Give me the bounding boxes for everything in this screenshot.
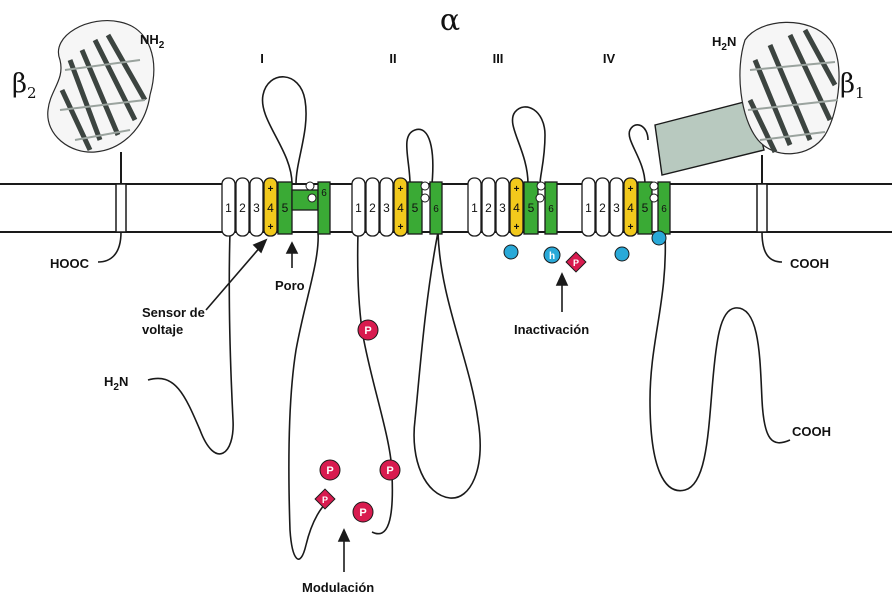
beta1-subunit: β1 H2N COOH xyxy=(655,22,865,271)
inactivation-residue-IV-s6 xyxy=(615,247,629,261)
selectivity-residue-III-a xyxy=(537,182,545,190)
inactivation-residue-III-s6 xyxy=(504,245,518,259)
IV-seg-5: 5 xyxy=(642,201,649,215)
I-seg-1: 1 xyxy=(225,201,232,215)
I-seg-4: 4 xyxy=(267,201,274,215)
phospho-label-5: P xyxy=(322,495,328,505)
charge-plus-III-a: + xyxy=(514,184,520,195)
pore-label: Poro xyxy=(275,278,305,293)
selectivity-residue-IV-b xyxy=(650,194,658,202)
domain-label-III: III xyxy=(493,51,504,66)
inactivation-residue-IV-tail xyxy=(652,231,666,245)
IV-seg-6: 6 xyxy=(661,204,667,215)
beta1-label: β1 xyxy=(840,69,865,102)
IV-seg-1: 1 xyxy=(585,201,592,215)
III-seg-6: 6 xyxy=(548,204,554,215)
inactivation-label: Inactivación xyxy=(514,322,589,337)
phospho-site-4: P xyxy=(380,460,400,480)
phospho-site-2: P xyxy=(358,320,378,340)
selectivity-residue-II-b xyxy=(421,194,429,202)
III-seg-3: 3 xyxy=(499,201,506,215)
phospho-label-4: P xyxy=(386,465,393,477)
II-seg-3: 3 xyxy=(383,201,390,215)
III-seg-2: 2 xyxy=(485,201,492,215)
III-seg-1: 1 xyxy=(471,201,478,215)
phospho-label-inactivation: P xyxy=(573,258,579,268)
beta1-n-terminus: H2N xyxy=(712,34,736,53)
beta1-c-tail xyxy=(762,232,782,262)
I-seg-3: 3 xyxy=(253,201,260,215)
I-seg-2: 2 xyxy=(239,201,246,215)
II-seg-4: 4 xyxy=(397,201,404,215)
charge-plus-IV-a: + xyxy=(628,184,634,195)
III-seg-5: 5 xyxy=(528,201,535,215)
phospho-label-2: P xyxy=(364,325,371,337)
II-seg-5: 5 xyxy=(412,201,419,215)
selectivity-residue-II-a xyxy=(421,182,429,190)
phospho-label-6: P xyxy=(359,507,366,519)
I-seg-6: 6 xyxy=(321,188,327,199)
phospho-site-6: P xyxy=(353,502,373,522)
voltage-sensor-label-line2: voltaje xyxy=(142,322,183,337)
I-seg-5: 5 xyxy=(282,201,289,215)
selectivity-residue-I-b xyxy=(308,194,316,202)
phospho-site-inactivation: P xyxy=(566,252,586,272)
charge-plus-III-b: + xyxy=(514,222,520,233)
annotation-arrows xyxy=(206,240,567,572)
IV-seg-3: 3 xyxy=(613,201,620,215)
phospho-site-3: P xyxy=(320,460,340,480)
selectivity-residue-I-a xyxy=(306,182,314,190)
beta2-c-tail xyxy=(98,232,121,262)
III-seg-4: 4 xyxy=(513,201,520,215)
modulation-arrow-head xyxy=(339,530,349,541)
beta2-transmembrane xyxy=(116,184,126,232)
voltage-sensor-label: Sensor de xyxy=(142,305,205,320)
beta2-subunit: β2 NH2 HOOC xyxy=(12,21,165,271)
domain-labels: I II III IV xyxy=(260,51,615,66)
beta1-ig-domain xyxy=(740,22,839,153)
beta1-transmembrane xyxy=(757,184,767,232)
voltage-sensor-arrow-head xyxy=(254,240,266,252)
inactivation-gate-h: h xyxy=(544,247,560,263)
pore-arrow-head xyxy=(287,243,297,253)
alpha-subunit-title: α xyxy=(440,3,460,38)
selectivity-residue-III-b xyxy=(536,194,544,202)
alpha-c-terminus: COOH xyxy=(792,424,831,439)
beta2-ig-domain xyxy=(48,21,154,153)
inactivation-arrow-head xyxy=(557,274,567,285)
modulation-label: Modulación xyxy=(302,580,374,595)
beta2-c-terminus: HOOC xyxy=(50,256,90,271)
domain-label-II: II xyxy=(389,51,396,66)
charge-plus-I-a: + xyxy=(268,184,274,195)
charge-plus-IV-b: + xyxy=(628,222,634,233)
beta1-c-terminus: COOH xyxy=(790,256,829,271)
domain-label-IV: IV xyxy=(603,51,616,66)
charge-plus-II-a: + xyxy=(398,184,404,195)
selectivity-residue-IV-a xyxy=(650,182,658,190)
phospho-sites: P P P P P P xyxy=(315,252,586,522)
phospho-label-3: P xyxy=(326,465,333,477)
phospho-site-5: P xyxy=(315,489,335,509)
domain-label-I: I xyxy=(260,51,264,66)
IV-seg-2: 2 xyxy=(599,201,606,215)
IV-seg-4: 4 xyxy=(627,201,634,215)
charge-plus-I-b: + xyxy=(268,222,274,233)
voltage-sensor-arrow-line xyxy=(206,245,262,310)
II-seg-6: 6 xyxy=(433,204,439,215)
beta2-label: β2 xyxy=(12,69,37,102)
inactivation-gate-label: h xyxy=(549,251,555,262)
II-seg-1: 1 xyxy=(355,201,362,215)
alpha-n-terminus: H2N xyxy=(104,374,128,393)
charge-plus-II-b: + xyxy=(398,222,404,233)
II-seg-2: 2 xyxy=(369,201,376,215)
